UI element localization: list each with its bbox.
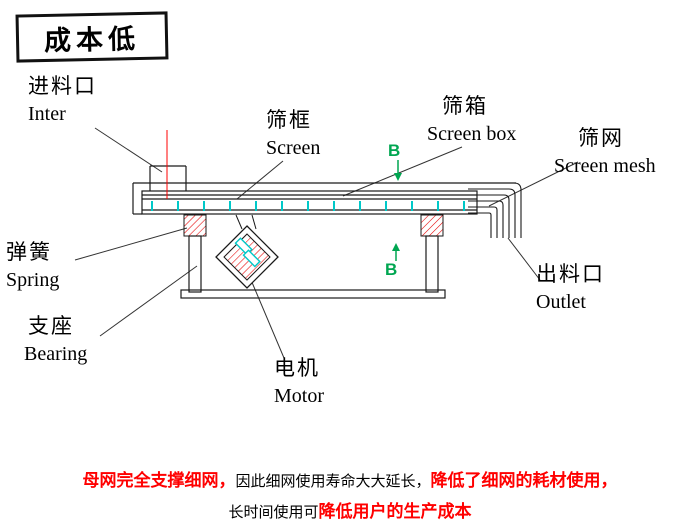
label-motor-zh: 电机 bbox=[274, 356, 320, 380]
label-screen-frame: 筛框 Screen bbox=[266, 108, 321, 159]
label-screen-mesh-zh: 筛网 bbox=[578, 126, 624, 150]
label-outlet-en: Outlet bbox=[536, 291, 586, 313]
label-screen-frame-zh: 筛框 bbox=[266, 108, 312, 132]
label-motor: 电机 Motor bbox=[274, 356, 324, 407]
section-marker-top-text: B bbox=[388, 141, 400, 160]
screen-box-drawing bbox=[132, 182, 516, 215]
leg-left bbox=[188, 235, 202, 293]
label-spring-en: Spring bbox=[6, 269, 60, 291]
spring-right-drawing bbox=[420, 214, 444, 237]
label-bearing: 支座 Bearing bbox=[24, 314, 87, 365]
footer-note: 母网完全支撑细网，因此细网使用寿命大大延长，降低了细网的耗材使用， 长时间使用可… bbox=[0, 466, 700, 525]
label-screen-box-en: Screen box bbox=[427, 123, 517, 145]
label-inlet-en: Inter bbox=[28, 103, 66, 125]
label-screen-mesh-en: Screen mesh bbox=[554, 155, 656, 177]
label-screen-mesh: 筛网 Screen mesh bbox=[554, 126, 656, 177]
label-spring-zh: 弹簧 bbox=[6, 240, 52, 264]
label-motor-en: Motor bbox=[274, 385, 324, 407]
label-spring: 弹簧 Spring bbox=[6, 240, 60, 291]
label-screen-box-zh: 筛箱 bbox=[442, 94, 488, 118]
footer-line-1: 母网完全支撑细网，因此细网使用寿命大大延长，降低了细网的耗材使用， bbox=[82, 471, 618, 490]
mesh-ticks bbox=[151, 201, 465, 211]
motor-drawing bbox=[215, 214, 279, 289]
leader-lines bbox=[74, 127, 579, 359]
section-marker-bottom-text: B bbox=[385, 260, 397, 279]
label-bearing-zh: 支座 bbox=[28, 314, 74, 338]
label-outlet-zh: 出料口 bbox=[536, 262, 605, 286]
footer-line-2: 长时间使用可降低用户的生产成本 bbox=[228, 502, 472, 521]
spring-left-drawing bbox=[183, 214, 207, 237]
leg-right bbox=[425, 235, 439, 293]
section-marker-top: B bbox=[388, 141, 402, 181]
inlet-drawing bbox=[149, 130, 187, 199]
label-screen-frame-en: Screen bbox=[266, 137, 321, 159]
label-inlet: 进料口 Inter bbox=[28, 74, 97, 125]
label-inlet-zh: 进料口 bbox=[28, 74, 97, 98]
base-beam bbox=[180, 289, 446, 299]
label-bearing-en: Bearing bbox=[24, 343, 88, 365]
label-outlet: 出料口 Outlet bbox=[536, 262, 605, 313]
outlet-drawing bbox=[468, 182, 522, 238]
section-marker-bottom: B bbox=[385, 243, 400, 279]
label-screen-box: 筛箱 Screen box bbox=[427, 94, 516, 145]
